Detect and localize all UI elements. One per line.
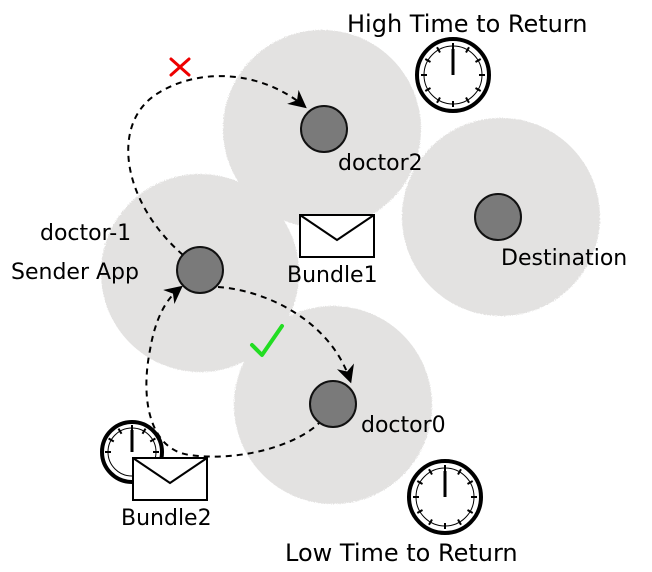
node-doctor2 xyxy=(300,105,348,153)
envelope-icon xyxy=(299,214,375,258)
label-low-time-to-return: Low Time to Return xyxy=(285,539,518,567)
label-sender-app: Sender App xyxy=(11,260,139,285)
node-destination xyxy=(474,193,522,241)
label-bundle1: Bundle1 xyxy=(287,263,378,288)
envelope-icon xyxy=(132,457,208,501)
clock-icon xyxy=(407,459,483,535)
nodes xyxy=(176,105,522,428)
label-doctor0: doctor0 xyxy=(361,413,446,438)
label-bundle2: Bundle2 xyxy=(121,506,212,531)
red-cross-icon xyxy=(169,57,191,77)
path-to-doctor0 xyxy=(217,286,354,384)
label-doctor-1: doctor-1 xyxy=(40,221,131,246)
label-doctor2: doctor2 xyxy=(338,151,423,176)
node-doctor-1 xyxy=(176,246,224,294)
green-check-icon xyxy=(250,324,284,357)
label-destination: Destination xyxy=(501,246,627,271)
label-high-time-to-return: High Time to Return xyxy=(347,10,588,38)
node-doctor0 xyxy=(309,380,357,428)
path-to-doctor2 xyxy=(127,75,307,256)
clock-icon xyxy=(415,37,491,113)
